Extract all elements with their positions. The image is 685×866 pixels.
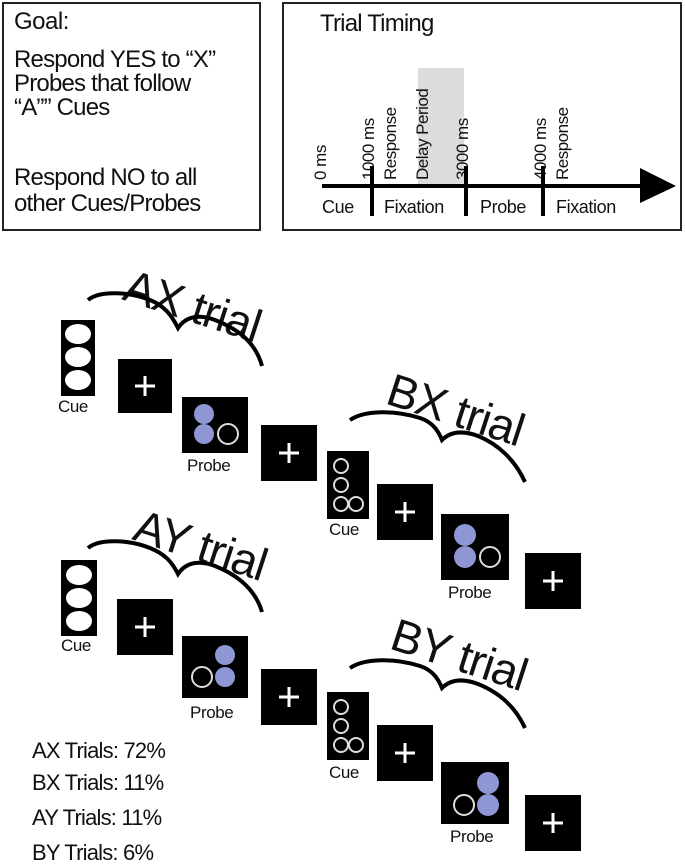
ay-cue-label: Cue <box>61 636 91 655</box>
ay-probe-label: Probe <box>190 703 234 722</box>
phase-cue: Cue <box>322 197 354 217</box>
stats-by: BY Trials: 6% <box>32 840 154 865</box>
goal-line-4: Respond NO to all <box>14 164 197 191</box>
delay-period-shade <box>418 68 464 184</box>
stats-ax: AX Trials: 72% <box>32 738 166 763</box>
by-cue-rings <box>333 699 364 753</box>
ax-trial-brace <box>86 291 264 367</box>
ay-trial-brace <box>86 539 264 613</box>
bx-cue-label: Cue <box>329 520 359 539</box>
ay-cue-ellipses <box>66 565 92 631</box>
ay-probe-stimulus <box>182 636 248 698</box>
goal-title: Goal: <box>14 8 69 35</box>
bx-trial-brace <box>348 410 527 483</box>
timing-title: Trial Timing <box>320 10 434 37</box>
ax-probe-shapes <box>194 404 239 445</box>
bx-probe-label: Probe <box>448 583 492 602</box>
by-probe-label: Probe <box>450 827 494 846</box>
timing-panel: Trial Timing <box>282 2 682 231</box>
bx-cue-rings <box>333 458 364 512</box>
by-cue-label: Cue <box>329 763 359 782</box>
bx-probe-shapes <box>454 524 501 568</box>
goal-panel: Goal: Respond YES to “X” Probes that fol… <box>2 2 261 231</box>
phase-fixation-2: Fixation <box>556 197 616 217</box>
time-axis-arrowhead <box>640 168 676 203</box>
by-probe-shapes <box>453 772 499 816</box>
by-probe-stimulus <box>441 762 509 824</box>
phase-probe: Probe <box>480 197 527 217</box>
ax-cue-ellipses <box>65 324 91 390</box>
ax-probe-label: Probe <box>187 456 231 475</box>
bx-probe-stimulus <box>441 514 509 580</box>
by-trial-brace <box>348 658 527 729</box>
ax-probe-stimulus <box>182 397 248 453</box>
ax-cue-label: Cue <box>58 397 88 416</box>
stats-bx: BX Trials: 11% <box>32 770 164 795</box>
ay-probe-shapes <box>191 645 235 688</box>
stats-ay: AY Trials: 11% <box>32 805 162 830</box>
fixation-crosses <box>135 376 563 833</box>
goal-line-2: Probes that follow <box>14 70 191 97</box>
phase-fixation-1: Fixation <box>384 197 444 217</box>
goal-line-5: other Cues/Probes <box>14 190 201 217</box>
goal-line-1: Respond YES to “X” <box>14 46 216 73</box>
goal-line-3: “A”” Cues <box>14 94 110 121</box>
